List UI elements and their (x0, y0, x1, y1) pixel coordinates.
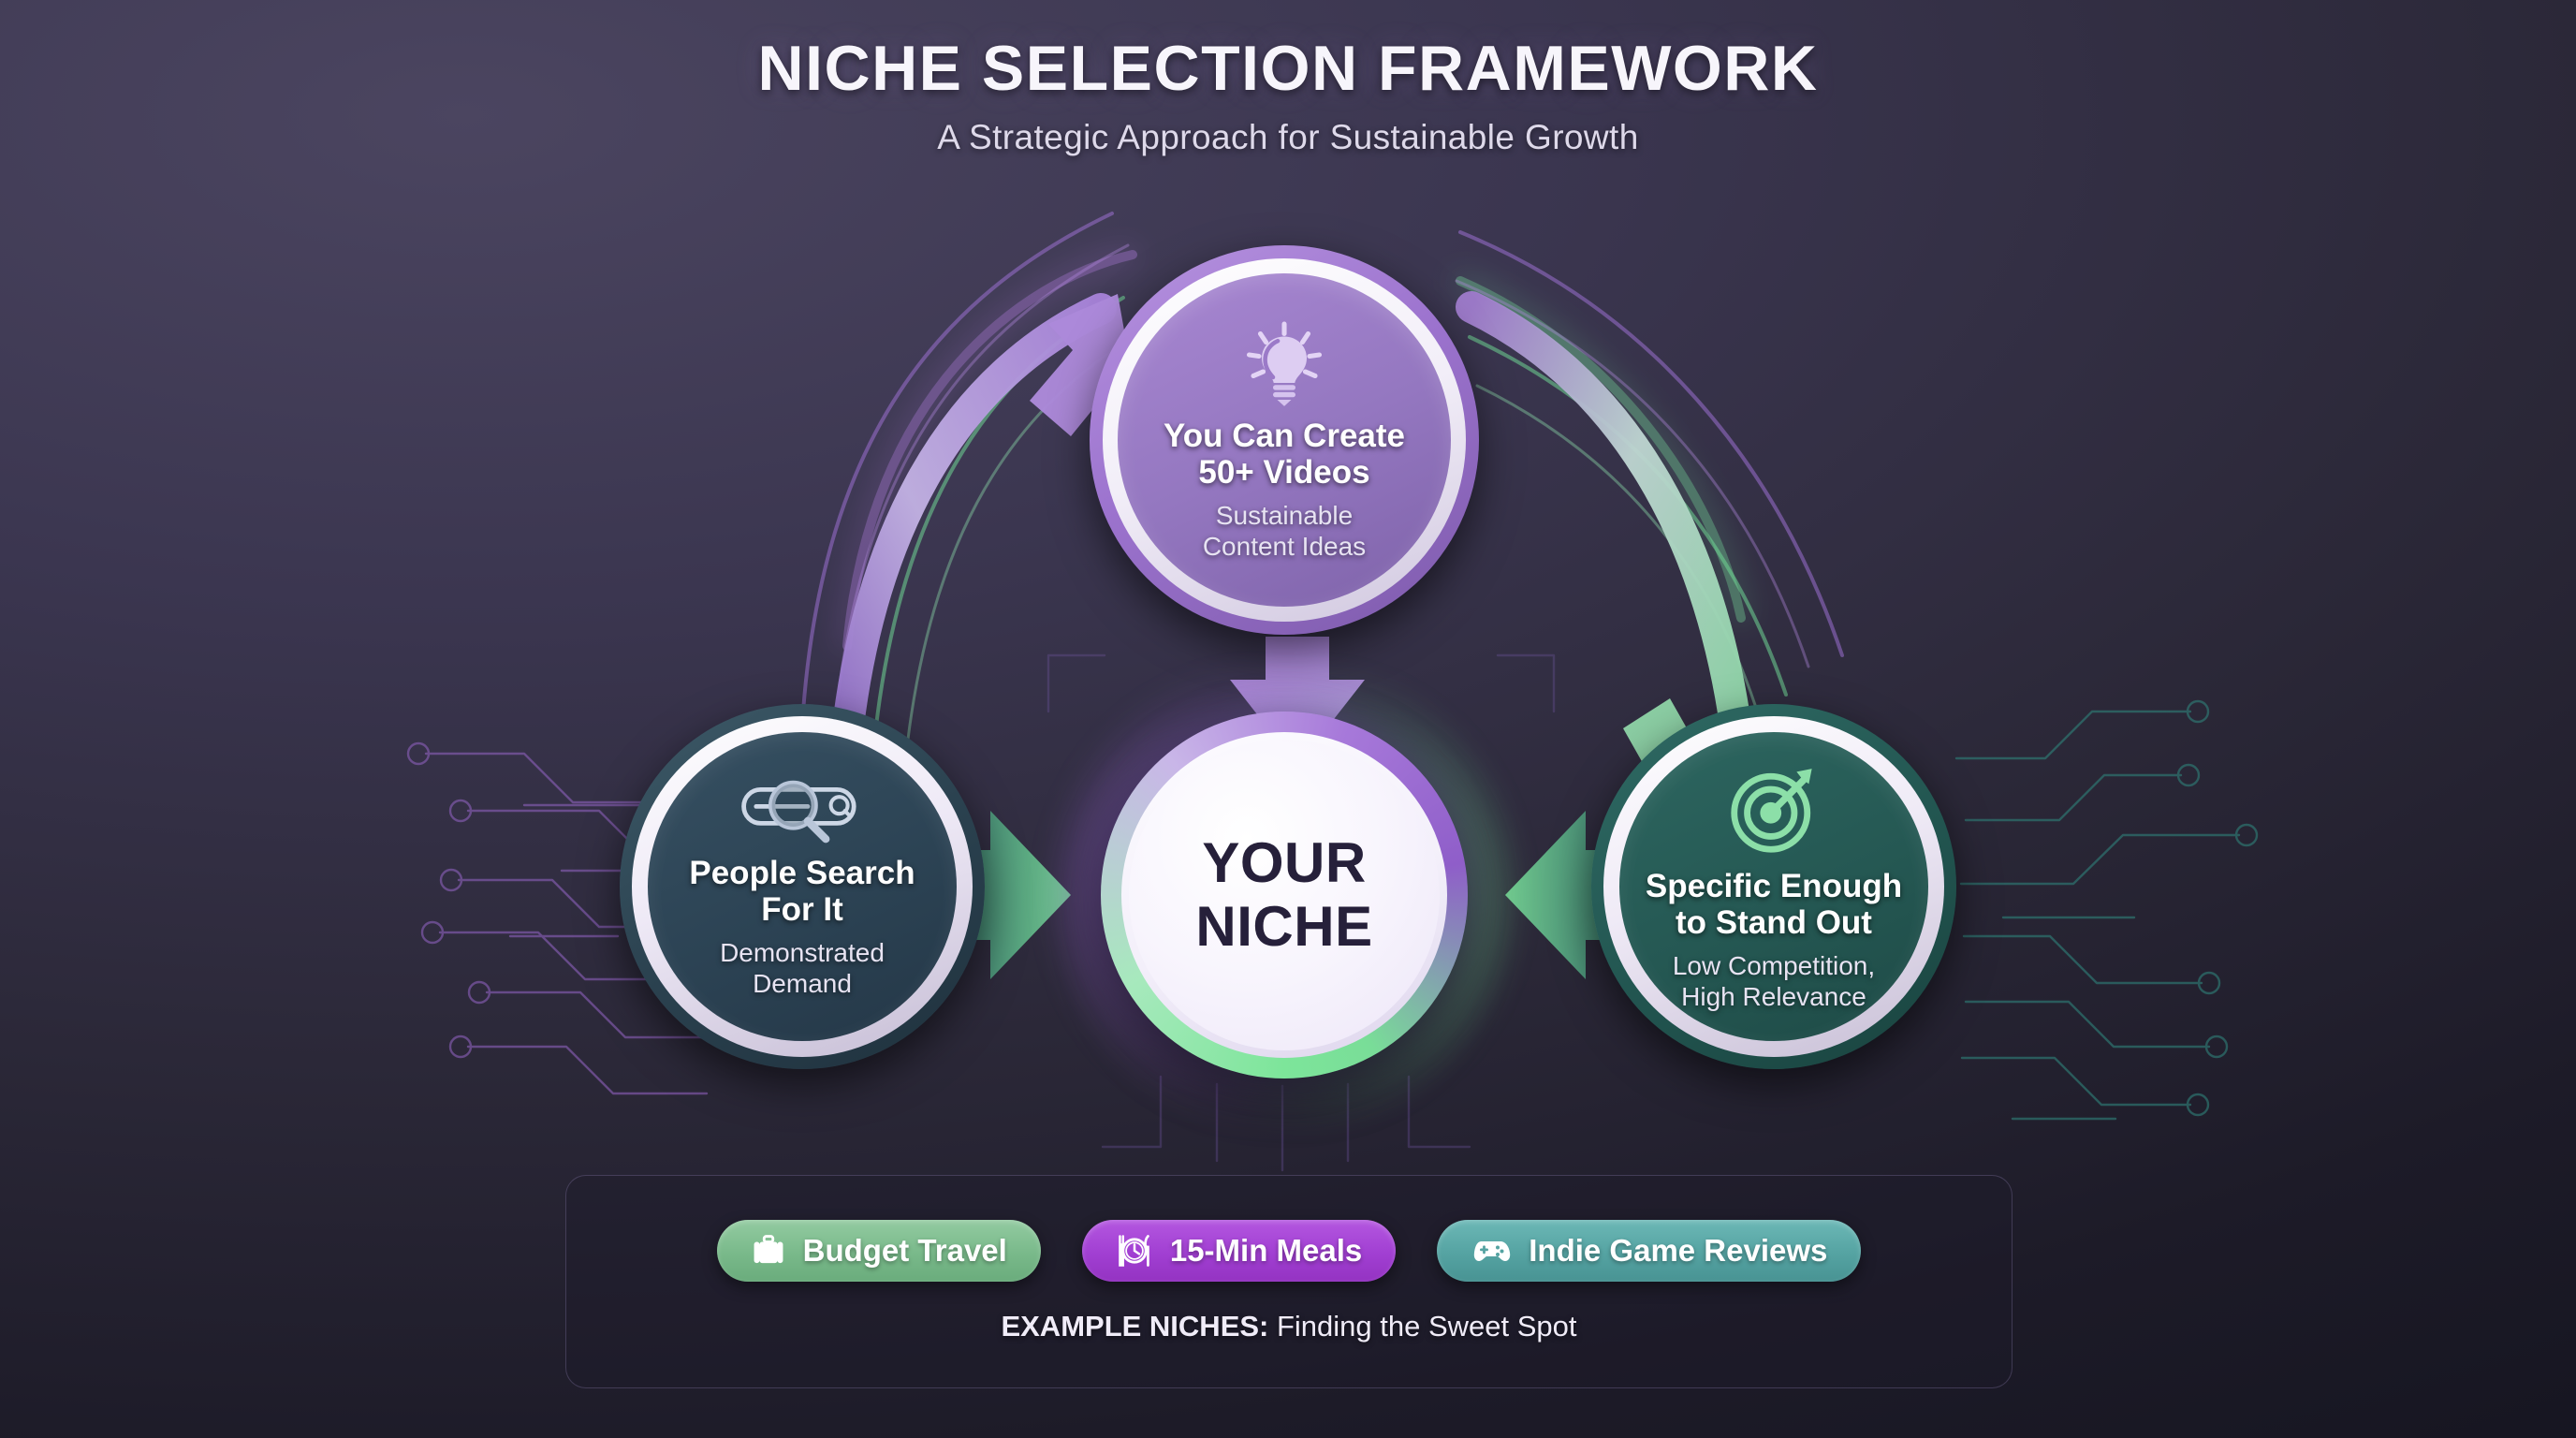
lightbulb-icon (1239, 318, 1329, 408)
page-subtitle: A Strategic Approach for Sustainable Gro… (937, 118, 1639, 156)
node-title-line1: Specific Enough (1645, 868, 1903, 905)
meal-clock-icon (1116, 1232, 1153, 1269)
node-title-line2: 50+ Videos (1198, 454, 1370, 492)
target-icon (1725, 761, 1822, 858)
node-sub-line2: Content Ideas (1202, 531, 1367, 561)
example-niches-panel: Budget Travel 15-Min Meals (565, 1175, 2012, 1388)
panel-caption: EXAMPLE NICHES: Finding the Sweet Spot (1001, 1310, 1576, 1343)
center-label-line2: NICHE (1195, 895, 1373, 958)
pill-label: Budget Travel (802, 1233, 1007, 1268)
node-your-niche[interactable]: YOUR NICHE (1058, 668, 1511, 1122)
node-sub-line1: Demonstrated (720, 937, 885, 967)
pill-indie-game-reviews[interactable]: Indie Game Reviews (1437, 1220, 1862, 1282)
suitcase-icon (751, 1233, 786, 1269)
node-sub-line1: Sustainable (1215, 500, 1354, 530)
search-bar-icon (740, 774, 864, 845)
node-sub-line2: High Relevance (1681, 981, 1866, 1011)
panel-caption-bold: EXAMPLE NICHES: (1001, 1310, 1269, 1343)
node-title: You Can Create 50+ Videos (1164, 418, 1405, 491)
node-face: YOUR NICHE (1129, 740, 1440, 1050)
node-specific-enough-to-stand-out[interactable]: Specific Enough to Stand Out Low Competi… (1591, 704, 1956, 1069)
center-label-line1: YOUR (1202, 831, 1367, 895)
node-title-line1: People Search (689, 855, 915, 892)
node-subtitle: Sustainable Content Ideas (1203, 500, 1366, 562)
node-title-line1: You Can Create (1163, 418, 1406, 455)
node-subtitle: Demonstrated Demand (720, 937, 885, 999)
node-title: Specific Enough to Stand Out (1646, 868, 1902, 941)
node-people-search-for-it[interactable]: People Search For It Demonstrated Demand (620, 704, 985, 1069)
node-face: People Search For It Demonstrated Demand (648, 732, 957, 1041)
node-sub-line2: Demand (753, 968, 852, 998)
node-face: Specific Enough to Stand Out Low Competi… (1619, 732, 1928, 1041)
node-title: People Search For It (689, 855, 915, 928)
center-label: YOUR NICHE (1195, 831, 1372, 959)
arrow-top-to-center (1230, 637, 1365, 766)
node-sub-line1: Low Competition, (1672, 950, 1876, 980)
node-subtitle: Low Competition, High Relevance (1673, 950, 1875, 1012)
header: NICHE SELECTION FRAMEWORK A Strategic Ap… (0, 32, 2576, 157)
gamepad-icon (1471, 1235, 1512, 1267)
node-you-can-create[interactable]: You Can Create 50+ Videos Sustainable Co… (1090, 245, 1479, 635)
page-title: NICHE SELECTION FRAMEWORK (757, 33, 1819, 104)
example-pill-row: Budget Travel 15-Min Meals (716, 1220, 1862, 1282)
pill-15-min-meals[interactable]: 15-Min Meals (1081, 1220, 1397, 1282)
node-title-line2: to Stand Out (1676, 904, 1872, 942)
pill-label: 15-Min Meals (1169, 1233, 1363, 1268)
node-face: You Can Create 50+ Videos Sustainable Co… (1118, 273, 1451, 607)
pill-budget-travel[interactable]: Budget Travel (716, 1220, 1041, 1282)
panel-caption-rest: Finding the Sweet Spot (1268, 1310, 1577, 1343)
node-title-line2: For It (761, 891, 843, 929)
pill-label: Indie Game Reviews (1529, 1233, 1828, 1268)
